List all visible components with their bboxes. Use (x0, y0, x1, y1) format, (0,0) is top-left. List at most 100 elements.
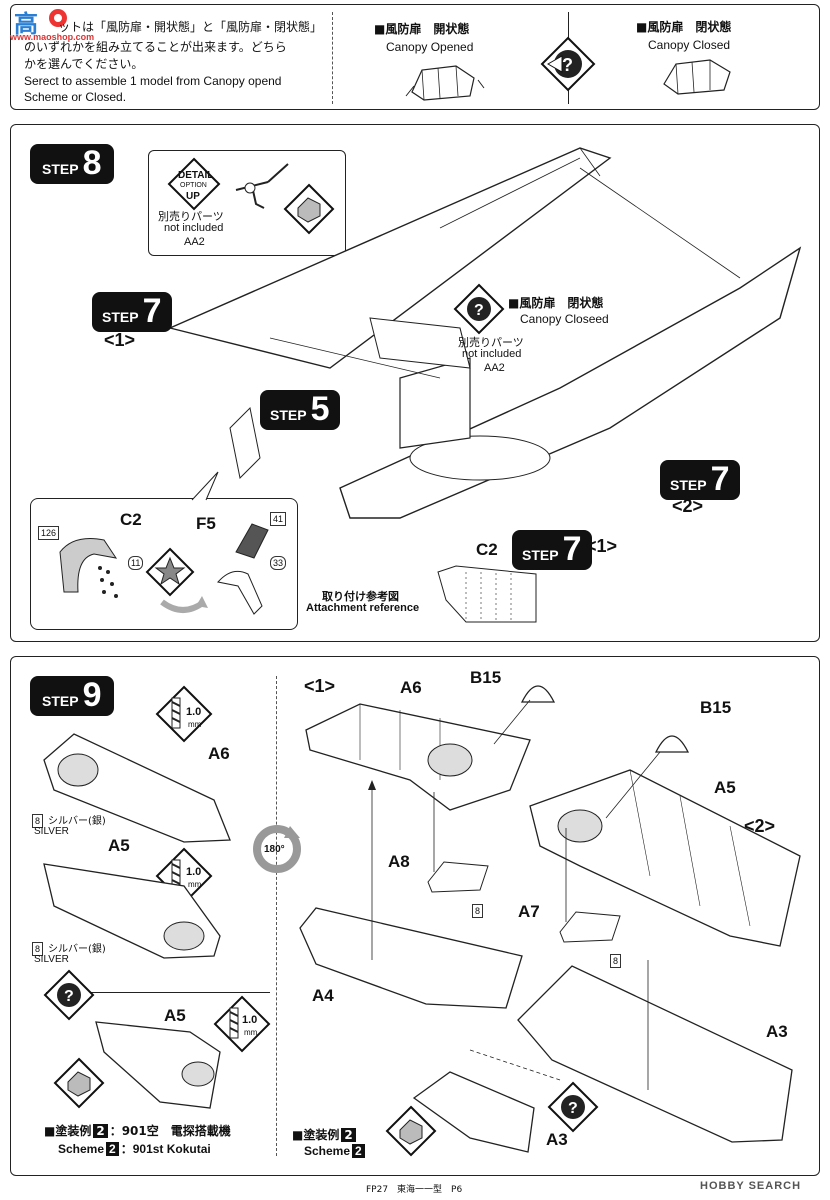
detail-label-1: DETAIL (178, 170, 214, 181)
step7c-number: 7 (562, 530, 582, 568)
choose-one-icon-3: ? (43, 969, 95, 1021)
step5-word: STEP (270, 407, 307, 423)
label-b15-b: B15 (700, 698, 732, 717)
label-a3-lower: A3 (546, 1130, 568, 1149)
part-num-126: 126 (38, 526, 60, 540)
step8-number: 8 (82, 144, 102, 182)
intro-jp-line1: ットは「風防扉・開状態」と「風防扉・閉状態」 (58, 20, 323, 34)
etched-part-icon-3 (385, 1105, 437, 1157)
fuselage-assembly-drawing (167, 147, 802, 519)
drill-unit-1: mm (188, 720, 202, 729)
not-included-en: not included (164, 222, 224, 234)
drill-size-2: 1.0 (186, 866, 202, 878)
scheme2-jp-post: ：901空 電探搭載機 (109, 1124, 231, 1138)
silver-jp-2: シルバー(銀) (48, 944, 106, 955)
f5-part-drawing (235, 523, 269, 559)
detail-label-3: UP (186, 191, 200, 202)
step7-badge-a: STEP 7 (92, 292, 172, 332)
attach-ref-jp: 取り付け参考図 (322, 590, 399, 603)
watermark-url: www.maoshop.com (10, 32, 95, 42)
bracket-2a: <2> (672, 496, 704, 516)
part-num-33: 33 (270, 556, 287, 570)
wing-a6-left-drawing (43, 733, 231, 843)
scheme2-right-jp: ■塗装例 (292, 1128, 340, 1142)
watermark-logo-text: 高 (14, 10, 38, 38)
step9-divider (276, 676, 278, 1156)
bracket-1b: <1> (586, 536, 618, 556)
canopy-closed-title-jp: ■風防扉 閉状態 (636, 20, 732, 34)
label-b15-a: B15 (470, 668, 502, 687)
silver-en-1: SILVER (34, 826, 69, 837)
canopy-closed2-en: Canopy Closeed (520, 312, 609, 326)
label-a4: A4 (312, 986, 334, 1005)
drill-1mm-icon-3 (213, 995, 271, 1053)
scheme2-num-box: 2 (93, 1124, 108, 1138)
canopy-opened-drawing (405, 65, 485, 101)
intro-jp-line2: のいずれかを組み立てることが出来ます。どちら (24, 40, 287, 54)
wing-lower-a4-drawing (299, 907, 523, 1009)
watermark-logo: 高 www.maoshop.com (8, 4, 94, 42)
intro-jp-line3: かを選んでください。 (24, 57, 144, 71)
silver-jp-1: シルバー(銀) (48, 816, 106, 827)
step5-badge: STEP 5 (260, 390, 340, 430)
label-f5: F5 (196, 514, 216, 533)
choose-one-icon: ? (540, 36, 596, 92)
a7-part-drawing (559, 911, 621, 943)
wing-a5-lower-drawing (95, 1021, 221, 1109)
paint-num-8a: 8 (32, 814, 44, 828)
b15-part-a (520, 685, 556, 703)
choose-one-icon-4: ? (547, 1081, 599, 1133)
drill-1mm-icon-1 (155, 685, 213, 743)
part-num-41: 41 (270, 512, 287, 526)
not-included2-en: not included (462, 348, 522, 360)
step7a-word: STEP (102, 309, 139, 325)
watermark-logo-icon (49, 9, 67, 27)
gun-detail-drawing (235, 163, 289, 209)
silver-en-2: SILVER (34, 954, 69, 965)
scheme2-right-num-b: 2 (352, 1144, 365, 1158)
a8-part-drawing (427, 861, 489, 893)
step7c-word: STEP (522, 547, 559, 563)
intro-en-line2: Scheme or Closed. (24, 90, 127, 104)
rotate-180-label: 180° (264, 844, 285, 855)
rotate-180-icon (253, 825, 301, 873)
drill-size-3: 1.0 (242, 1014, 258, 1026)
label-a8: A8 (388, 852, 410, 871)
paint-num-8b: 8 (32, 942, 44, 956)
label-a6-left: A6 (208, 744, 230, 763)
part-aa2b: AA2 (484, 362, 505, 374)
wing-a5-left-drawing (43, 863, 221, 959)
etched-part-icon-2 (53, 1057, 105, 1109)
step8-word: STEP (42, 161, 79, 177)
label-a5-right: A5 (714, 778, 736, 797)
b15-part-b (654, 735, 690, 753)
step7b-number: 7 (710, 460, 730, 498)
step9-badge: STEP 9 (30, 676, 114, 716)
part-aa2: AA2 (184, 236, 205, 248)
choose-one-icon-2: ? (453, 283, 505, 335)
label-a5-left: A5 (108, 836, 130, 855)
wing-upper-a6-drawing (305, 703, 531, 811)
not-included2-jp: 別売りパーツ (458, 336, 524, 349)
svg-text:?: ? (64, 988, 74, 1005)
scheme2-en-pre: Scheme (58, 1142, 105, 1156)
step9-number: 9 (82, 676, 102, 714)
label-c2-b: C2 (476, 540, 498, 559)
step7-badge-c: STEP 7 (512, 530, 592, 570)
wing-lower-a3-drawing (517, 965, 793, 1143)
canopy-closed-drawing (663, 59, 731, 95)
scheme2-en-post: ：901st Kokutai (120, 1142, 211, 1156)
brand-watermark: HOBBY SEARCH (700, 1180, 802, 1192)
detail-label-2: OPTION (180, 182, 207, 189)
wing-upper-a5-drawing (529, 769, 801, 947)
canopy-opened-title-en: Canopy Opened (386, 40, 474, 54)
label-a3-right: A3 (766, 1022, 788, 1041)
step9-word: STEP (42, 693, 79, 709)
intro-en-line1: Serect to assemble 1 model from Canopy o… (24, 74, 282, 88)
step8-badge: STEP 8 (30, 144, 114, 184)
